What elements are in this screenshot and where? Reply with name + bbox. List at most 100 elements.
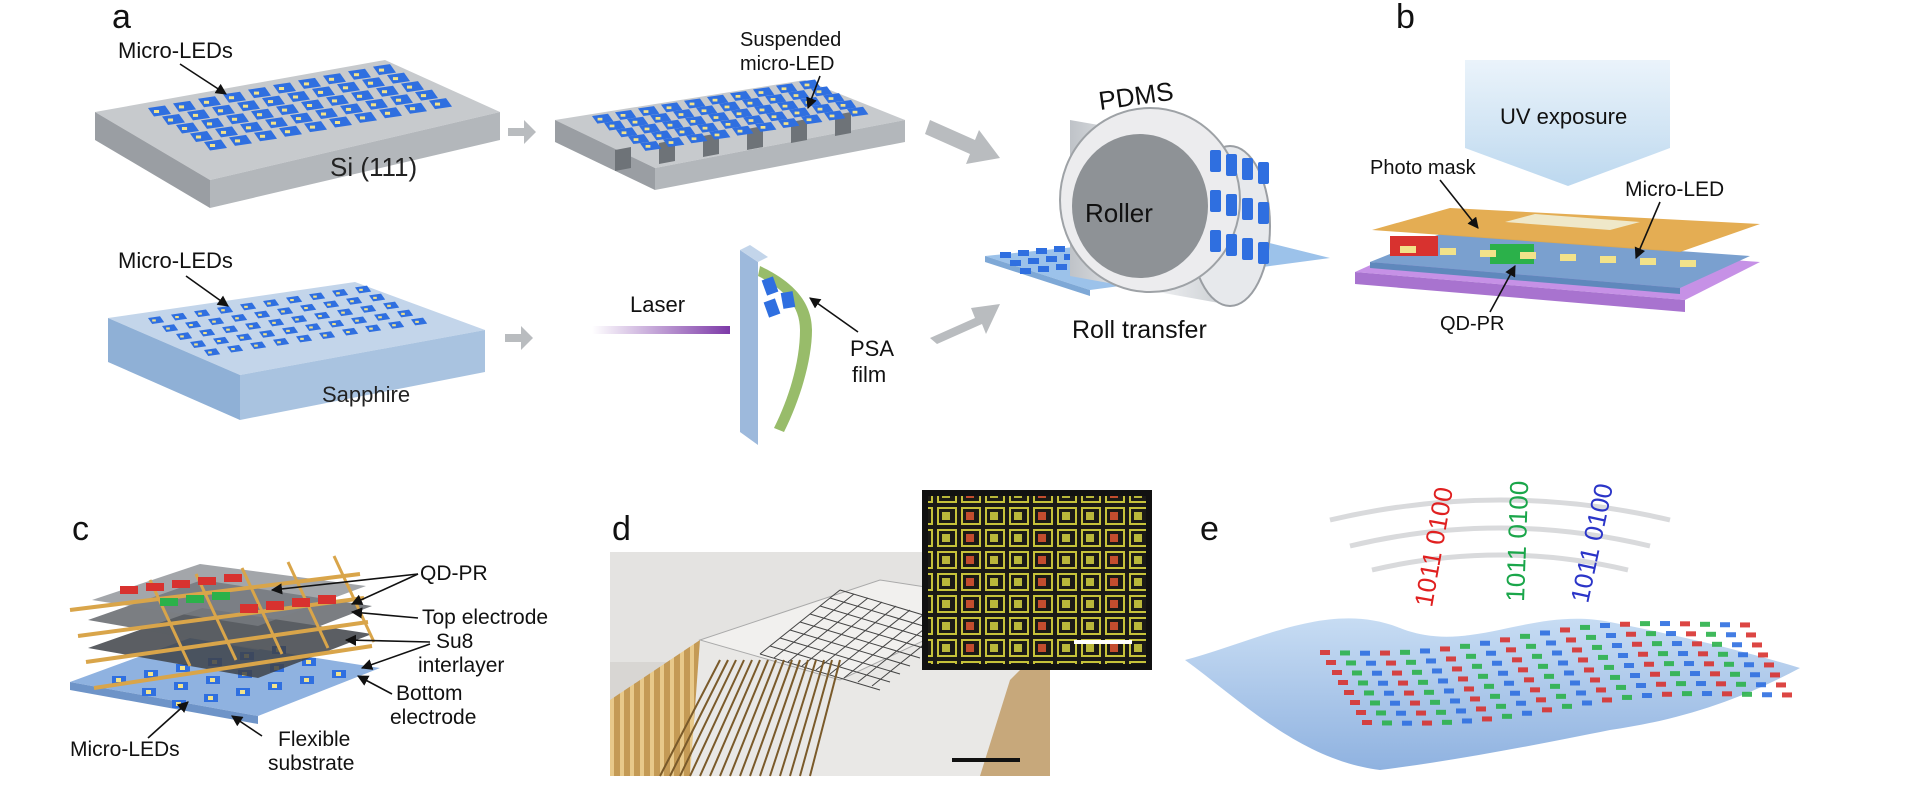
qd-red-pixel [146, 583, 164, 591]
c-led-contact [272, 684, 277, 688]
suspended-led [847, 106, 869, 117]
micro-leds-bottom-label: Micro-LEDs [118, 248, 233, 273]
e-pixel [1504, 680, 1514, 686]
si-led [226, 113, 249, 125]
si-led [362, 77, 385, 89]
suspended-led [801, 114, 823, 125]
e-pixel [1678, 651, 1688, 657]
micro-led-b-pointer [1634, 201, 1661, 260]
suspended-led-contact [829, 114, 835, 118]
e-pixel [1736, 681, 1746, 687]
e-pixel [1582, 700, 1592, 706]
si-led-array [148, 64, 452, 151]
suspended-led [720, 118, 742, 129]
suspended-led-contact [737, 129, 743, 133]
e-pixel [1640, 621, 1650, 627]
sapphire-led-contact [244, 305, 248, 308]
suspended-led [730, 90, 752, 101]
suspended-led [776, 83, 798, 94]
e-pixel [1682, 691, 1692, 697]
sapphire-led [369, 293, 386, 302]
panel-e-letter: e [1200, 510, 1219, 548]
si-led-contact [309, 125, 316, 129]
sapphire-led-contact [208, 351, 212, 354]
sapphire-led-contact [189, 324, 193, 327]
sapphire-led-contact [369, 327, 373, 330]
mesh-line [819, 605, 941, 643]
si-led [248, 87, 271, 99]
qd-red-pixel [224, 574, 242, 582]
si-wafer: Si (111) [95, 60, 500, 208]
e-pixel [1602, 697, 1612, 703]
suspended-led [754, 104, 776, 115]
e-pixel [1490, 693, 1500, 699]
electrode-col [194, 573, 238, 661]
suspended-led-contact [702, 126, 708, 130]
suspended-led [835, 99, 857, 110]
sapphire-led-contact [350, 300, 354, 303]
si-led [340, 103, 363, 115]
e-pixel [1562, 703, 1572, 709]
micro-led-b-label: Micro-LED [1625, 178, 1724, 201]
fan-out-trace [789, 659, 825, 777]
suspended-led [731, 108, 753, 119]
e-pixel [1406, 659, 1416, 665]
panel-a-letter: a [112, 0, 131, 36]
sapphire-led-contact [392, 324, 396, 327]
sapphire-led-contact [267, 302, 271, 305]
e-pixel [1636, 683, 1646, 689]
si-led-contact [378, 68, 385, 72]
c-led-contact [180, 666, 185, 670]
psa-release [740, 245, 812, 445]
si-led [354, 111, 377, 123]
e-pixel [1480, 640, 1490, 646]
si-led-contact [345, 107, 352, 111]
e-pixel [1502, 713, 1512, 719]
top-electrode-pointer [350, 607, 419, 619]
sapphire-led-contact [166, 327, 170, 330]
suspended-led-contact [817, 107, 823, 111]
qd-red-pixel [120, 586, 138, 594]
si-led-contact [409, 107, 416, 111]
si-led-contact [267, 100, 274, 104]
b-led [1440, 248, 1456, 255]
si-led [287, 91, 310, 102]
e-pixel [1696, 681, 1706, 687]
e-pixel [1706, 631, 1716, 637]
e-pixel [1758, 652, 1768, 658]
c-led-contact [176, 702, 181, 706]
suspended-led-contact [782, 104, 788, 108]
e-pixel [1686, 631, 1696, 637]
suspended-led-contact [771, 115, 777, 119]
sapphire-led [250, 341, 267, 350]
suspended-led-contact [793, 94, 799, 97]
sapphire-led-contact [313, 295, 317, 298]
panel-e: e 1011 0100 1011 0100 1011 0100 [1185, 480, 1800, 770]
si-led [301, 99, 324, 111]
e-pixel [1616, 684, 1626, 690]
e-pixel [1610, 674, 1620, 680]
e-pixel [1738, 652, 1748, 658]
suspended-led [697, 122, 719, 133]
sapphire-led-contact [240, 336, 244, 339]
sapphire-led [351, 316, 368, 325]
e-pixel [1512, 657, 1522, 663]
si-led-contact [245, 126, 252, 130]
sapphire-led [217, 306, 234, 314]
roller-led [1226, 234, 1237, 256]
c-led-contact [148, 672, 153, 676]
suspended-led [674, 126, 696, 137]
suspended-led-contact [655, 117, 661, 120]
b-led [1400, 246, 1416, 253]
electrode-row [93, 644, 373, 690]
si-led [251, 108, 274, 120]
sapphire-led-contact [373, 296, 377, 299]
si-led-contact [356, 94, 363, 98]
si-led-contact [295, 117, 302, 121]
device-mesh [659, 589, 961, 777]
sapphire-led [259, 330, 276, 338]
psa-pointer [809, 297, 859, 333]
si-led [401, 81, 424, 93]
e-pixel [1770, 672, 1780, 678]
photo-mask-pointer [1439, 179, 1479, 229]
